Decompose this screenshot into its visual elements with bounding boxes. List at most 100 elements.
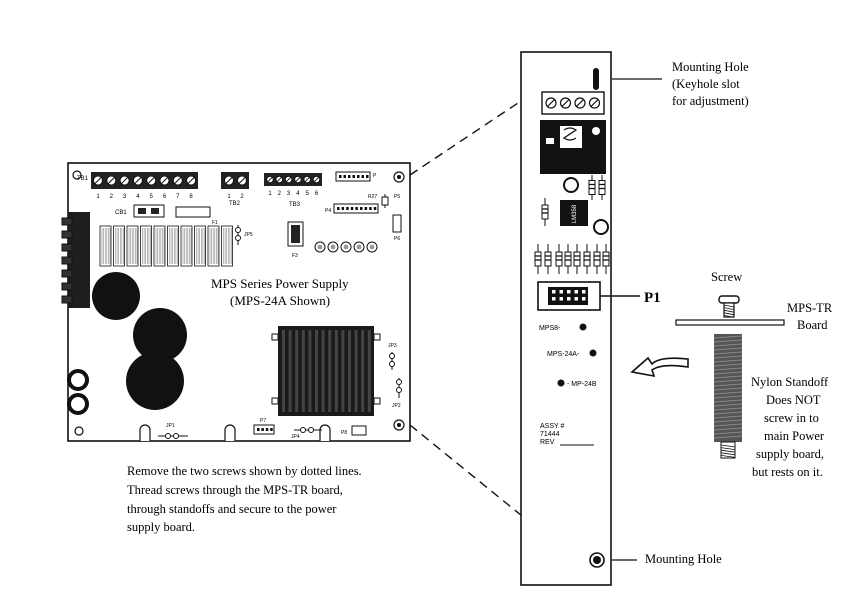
heat-sink-tab [373, 333, 381, 341]
heat-sink-fin [295, 330, 299, 412]
p1-connector-pins [552, 290, 586, 301]
board-slot-middle [224, 424, 236, 441]
board-label-line-1: MPS-TR [787, 301, 833, 315]
board-subtitle: (MPS-24A Shown) [230, 293, 330, 308]
p6-connector [392, 214, 402, 233]
terminal-screw-slot [121, 176, 129, 185]
connector-pin [337, 207, 340, 210]
tr-terminal-screws [545, 97, 601, 109]
p4-connector-pins [337, 207, 377, 210]
cb1-switch-right [151, 208, 159, 214]
coil-winding [99, 225, 112, 267]
connector-pin [369, 207, 372, 210]
jp2-label: JP2 [392, 403, 401, 409]
f1-fuse [175, 206, 211, 218]
board-title: MPS Series Power Supply [211, 276, 349, 291]
r27-label: R27 [368, 194, 377, 200]
screw-shaft [723, 302, 735, 318]
heat-sink-fin [61, 269, 73, 278]
jumper-mps24a-dot [589, 349, 597, 357]
jp4-pin [308, 427, 314, 433]
connector-pin [559, 297, 563, 301]
p5-label: P5 [394, 194, 400, 200]
instruction-line-2: Thread screws through the MPS-TR board, [127, 483, 343, 497]
cb1-label: CB1 [115, 210, 127, 216]
screw-threads [723, 304, 735, 318]
connector-pin [339, 175, 342, 178]
knurl-line [713, 419, 743, 423]
jp2-pin [396, 387, 402, 393]
terminal-number: 8 [189, 194, 193, 200]
terminal-number: 3 [123, 194, 127, 200]
board-screw-hole-bottom [393, 419, 405, 431]
small-capacitor-row [314, 241, 378, 253]
knurl-line [713, 375, 743, 379]
knurl-line [713, 399, 743, 403]
thread-line [720, 452, 736, 456]
knurl-line [713, 427, 743, 431]
terminal-screw-slot [174, 176, 182, 185]
terminal-screw-slot [225, 176, 233, 185]
connector-pin [361, 175, 364, 178]
coil-winding [113, 225, 125, 267]
assy-label: ASSY # [540, 423, 564, 430]
knurl-line [713, 355, 743, 359]
heat-sink-tab [373, 397, 381, 405]
heat-sink-fin [315, 330, 318, 412]
terminal-number: 2 [110, 194, 114, 200]
terminal-screw-slot [276, 176, 282, 183]
terminal-screw-slot [134, 176, 142, 185]
assy-number: 71444 [540, 431, 560, 438]
jp5-pin [235, 227, 241, 233]
jp5-pin [235, 235, 241, 241]
heat-sink-fin [61, 230, 73, 239]
terminal-screw-slot [304, 176, 310, 183]
knurl-line [713, 363, 743, 367]
connector-pin [559, 290, 563, 294]
thread-line [723, 312, 735, 316]
jumper-mp24b-label: - MP-24B [567, 381, 597, 388]
p1-connector-body [548, 287, 588, 305]
terminal-screw-slot [267, 176, 273, 183]
thread-line [720, 449, 736, 453]
heat-sink-fin [61, 256, 73, 265]
terminal-number: 5 [150, 194, 154, 200]
connector-pin [350, 207, 354, 210]
connector-pin [582, 297, 586, 301]
connector-pin [355, 207, 358, 210]
terminal-screw-slot [561, 99, 570, 107]
small-capacitor-center [343, 244, 349, 250]
terminal-number: 2 [278, 191, 282, 197]
tr-capacitor [563, 177, 579, 193]
main-heat-sink [278, 326, 374, 416]
hardware-assembly: Screw MPS-TR Board Nylon Standoff Does N… [675, 270, 833, 479]
standoff-label-line-6: but rests on it. [752, 465, 823, 479]
large-capacitor [133, 308, 187, 362]
board-slot-right [319, 424, 331, 441]
jp3-pin [389, 353, 395, 359]
terminal-number: 1 [96, 194, 100, 200]
knurl-line [713, 391, 743, 395]
standoff-tip-threads [720, 444, 736, 458]
heat-sink-fin [354, 330, 358, 412]
heat-sink-fin [61, 243, 73, 252]
jp3-label: JP3 [388, 343, 397, 349]
connector-pin [552, 297, 556, 301]
left-heat-sink-fins [61, 217, 73, 304]
heat-sink-tab [271, 333, 279, 341]
resistor-body [555, 251, 563, 267]
connector-pin [574, 290, 578, 294]
main-heat-sink-fins [282, 330, 371, 412]
standoff-label-line-5: supply board, [756, 447, 824, 461]
resistor-body [588, 180, 596, 195]
dotted-line-top-screw [409, 96, 528, 176]
connector-pin [552, 290, 556, 294]
standoff-label-line-1: Nylon Standoff [751, 375, 829, 389]
connector-pin [270, 428, 273, 431]
p7-connector [253, 424, 275, 435]
keyhole-slot [593, 68, 599, 90]
heat-sink-tab [271, 397, 279, 405]
heat-sink-fin [367, 330, 371, 412]
resistor-body [602, 251, 610, 267]
